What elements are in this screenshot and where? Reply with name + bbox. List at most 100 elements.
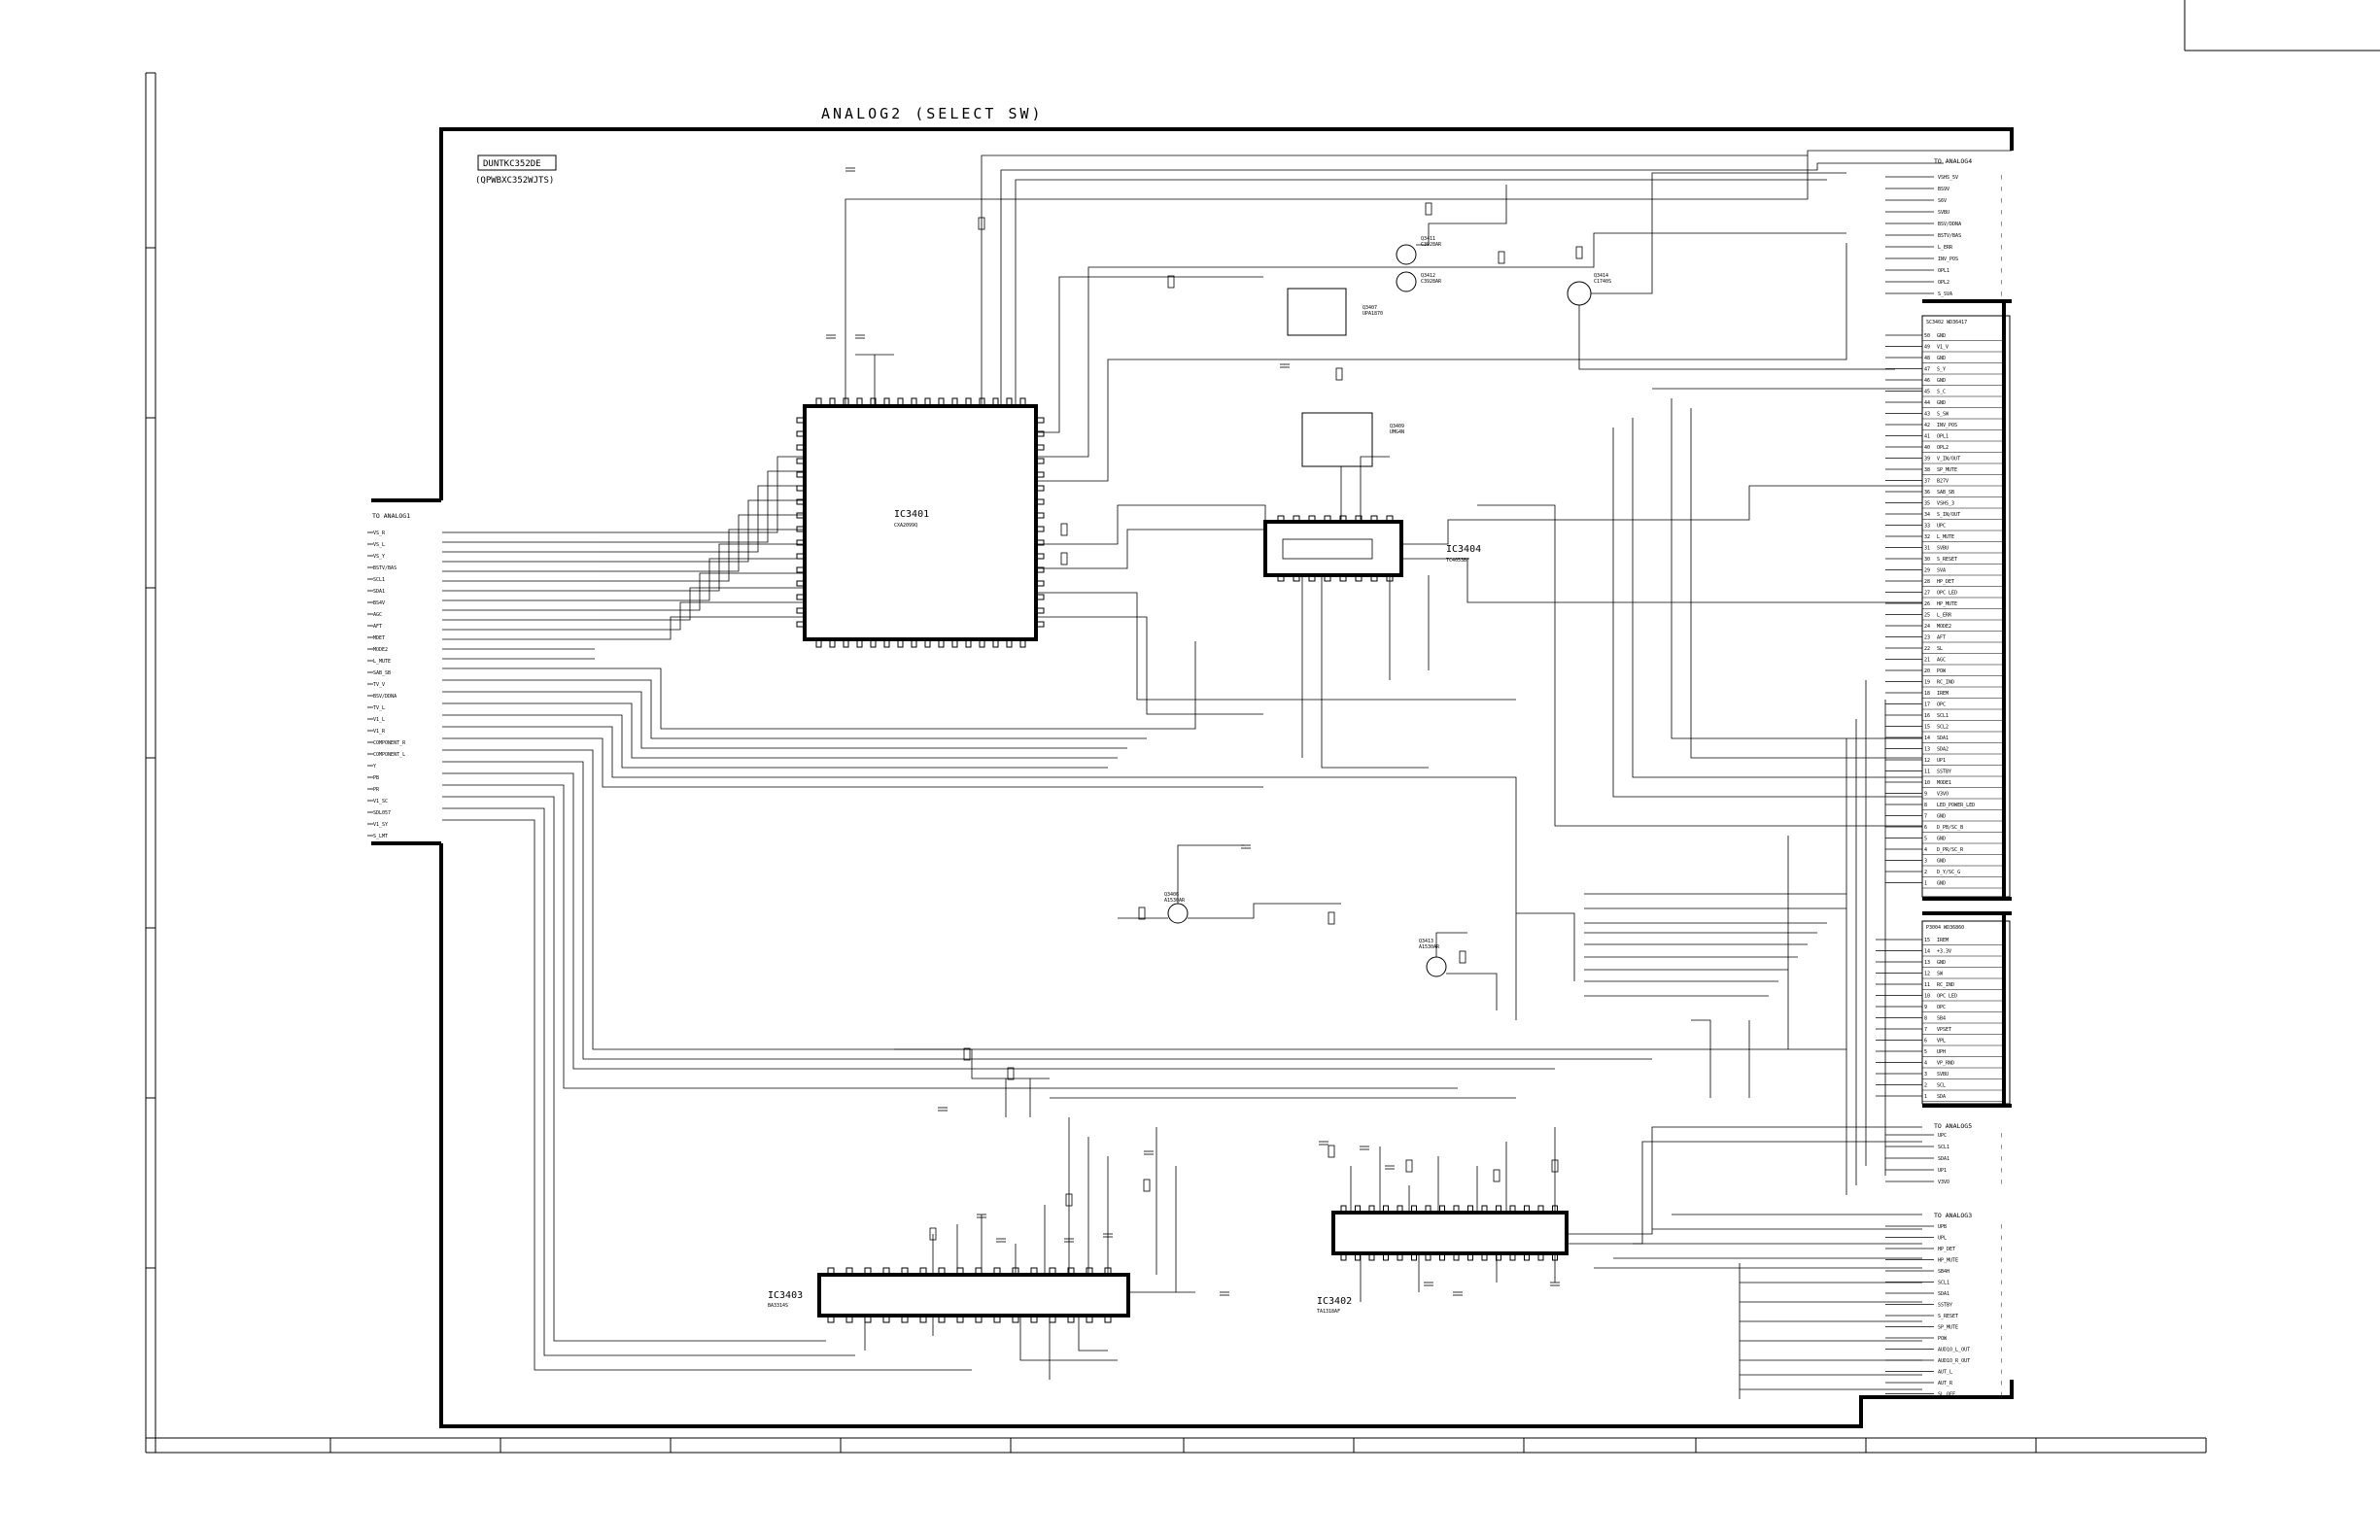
sc3402-pin-number: 17 (1924, 702, 1930, 708)
analog1-port: TO ANALOG1 VS_RVS_LVS_YBSTV/BASSCL1SDA1B… (367, 512, 410, 839)
ic-pin (1035, 594, 1045, 600)
unit-label: DUNTKC352DE (483, 159, 541, 169)
ic-pin (1324, 574, 1331, 582)
analog5-port: TO ANALOG5 UPC)SCL1)SDA1)UP1)V3VO) (1885, 1122, 2003, 1185)
ic-pin (1383, 1205, 1389, 1214)
ic-pin (796, 444, 806, 451)
ic3402-part: TA1318AF (1317, 1309, 1340, 1315)
sc3402-pin-number: 20 (1924, 668, 1930, 674)
passive-components (826, 167, 1583, 1296)
ic-pin (1340, 1252, 1347, 1261)
analog4-signal-label: SVBU (1938, 210, 1949, 216)
ic-pin (1035, 621, 1045, 628)
ic-pin (1467, 1252, 1473, 1261)
analog1-signal-label: BS4V (373, 600, 385, 606)
ic-pin (796, 621, 806, 628)
p3004-pin-signal: VPL (1937, 1039, 1946, 1044)
resistor (1335, 367, 1343, 381)
ic-pin (1006, 397, 1013, 407)
ic-pin (992, 397, 999, 407)
ic-pin (1439, 1205, 1445, 1214)
port-bracket: ) (2000, 1247, 2003, 1252)
port-bracket: ) (2000, 1145, 2003, 1150)
transistor-ref: Q3411 (1421, 236, 1435, 242)
sc3402-pin-number: 15 (1924, 725, 1930, 731)
port-bracket: ) (2000, 233, 2003, 239)
ic-pin (1496, 1252, 1501, 1261)
sc3402-pin-signal: SVBU (1937, 546, 1949, 552)
analog3-signal-label: AUT_R (1938, 1381, 1953, 1386)
ic-pin (979, 397, 985, 407)
analog1-signal-label: SCL1 (373, 577, 385, 583)
analog1-signal-label: TV_V (373, 682, 385, 688)
sc3402-pin-signal: SCL2 (1937, 725, 1949, 731)
sc3402-pin-number: 46 (1924, 378, 1930, 384)
sc3402-pin-number: 4 (1924, 847, 1927, 853)
port-bracket: ) (2000, 1236, 2003, 1242)
ic-pin (1453, 1205, 1460, 1214)
sc3402-pin-signal: UPC (1937, 524, 1946, 530)
ic3401: IC3401 CXA2099Q (796, 397, 1045, 648)
sc3402-pin-number: 11 (1924, 770, 1930, 775)
resistor (963, 1047, 971, 1061)
p3004-pin-number: 4 (1924, 1061, 1927, 1067)
analog3-signal-label: S_RESET (1938, 1314, 1958, 1319)
ic-pin (901, 1315, 909, 1323)
p3004-pin-number: 8 (1924, 1016, 1927, 1022)
port-bracket: ) (2000, 1314, 2003, 1319)
sc3402-pin-number: 6 (1924, 825, 1927, 831)
p3004-pin-number: 13 (1924, 960, 1930, 966)
sc3402-pin-signal: S_RESET (1937, 557, 1957, 563)
analog3-signal-label: UPL (1938, 1236, 1947, 1242)
ic-pin (796, 471, 806, 478)
ic-pin (827, 1267, 835, 1276)
ic-pin (843, 397, 849, 407)
ic-pin (829, 397, 836, 407)
p3004-pin-signal: SCL (1937, 1083, 1946, 1089)
sc3402-pin-number: 10 (1924, 780, 1930, 786)
ic-pin (1411, 1205, 1417, 1214)
sc3402-pin-number: 19 (1924, 680, 1930, 686)
analog3-signal-label: SSTBY (1938, 1303, 1952, 1309)
ic-pin (796, 580, 806, 587)
sc3402-pin-number: 41 (1924, 434, 1930, 440)
to-analog5-label: TO ANALOG5 (1934, 1122, 1972, 1130)
ic-pin (1425, 1205, 1431, 1214)
analog1-signal-label: V1_R (373, 729, 386, 735)
ic-pin (965, 638, 972, 648)
transistor-part: C1740S (1594, 279, 1611, 285)
sc3402-pin-signal: GND (1937, 859, 1946, 865)
sc3402-pin-number: 21 (1924, 658, 1930, 664)
analog4-signal-label: BSTV/BAS (1938, 233, 1961, 239)
analog4-signal-label: INV_POS (1938, 257, 1958, 262)
ic-pin (1277, 515, 1285, 523)
ic-pin (1411, 1252, 1417, 1261)
p3004-pin-signal: OPC (1937, 1005, 1946, 1010)
transistor-ref: Q3409 (1390, 424, 1404, 429)
p3004-pin-signal: UPH (1937, 1049, 1946, 1055)
sc3402-pin-number: 38 (1924, 467, 1930, 473)
analog1-signal-label: AFT (373, 624, 382, 630)
p3004-pin-signal: SVBU (1937, 1072, 1949, 1078)
ic-pin (1035, 607, 1045, 614)
sc3402-pin-signal: L_MUTE (1937, 534, 1954, 540)
transistor-symbols (1167, 244, 1592, 977)
ic-pin (1035, 444, 1045, 451)
p3004-pin-number: 9 (1924, 1005, 1927, 1010)
ic-pin (1524, 1252, 1530, 1261)
sc3402-pin-number: 49 (1924, 345, 1930, 351)
analog3-signal-label: SB4H (1938, 1269, 1949, 1275)
p3004-pin-number: 14 (1924, 949, 1930, 955)
analog1-signal-label: PR (373, 787, 380, 793)
ic-pin (1019, 638, 1026, 648)
sc3402-pin-signal: SDA1 (1937, 736, 1949, 741)
ic-pin (1397, 1252, 1403, 1261)
transistor-labels: Q3411C3928ARQ3412C3928ARQ3414C1740SQ3407… (1164, 236, 1611, 950)
ic-pin (1035, 566, 1045, 573)
resistor (978, 217, 985, 230)
ic-pin (1035, 553, 1045, 560)
analog1-signal-label: COMPONENT_R (373, 740, 406, 746)
analog5-signal-label: UP1 (1938, 1168, 1947, 1174)
ic-pin (1035, 458, 1045, 464)
analog3-signal-label: UPB (1938, 1224, 1947, 1230)
